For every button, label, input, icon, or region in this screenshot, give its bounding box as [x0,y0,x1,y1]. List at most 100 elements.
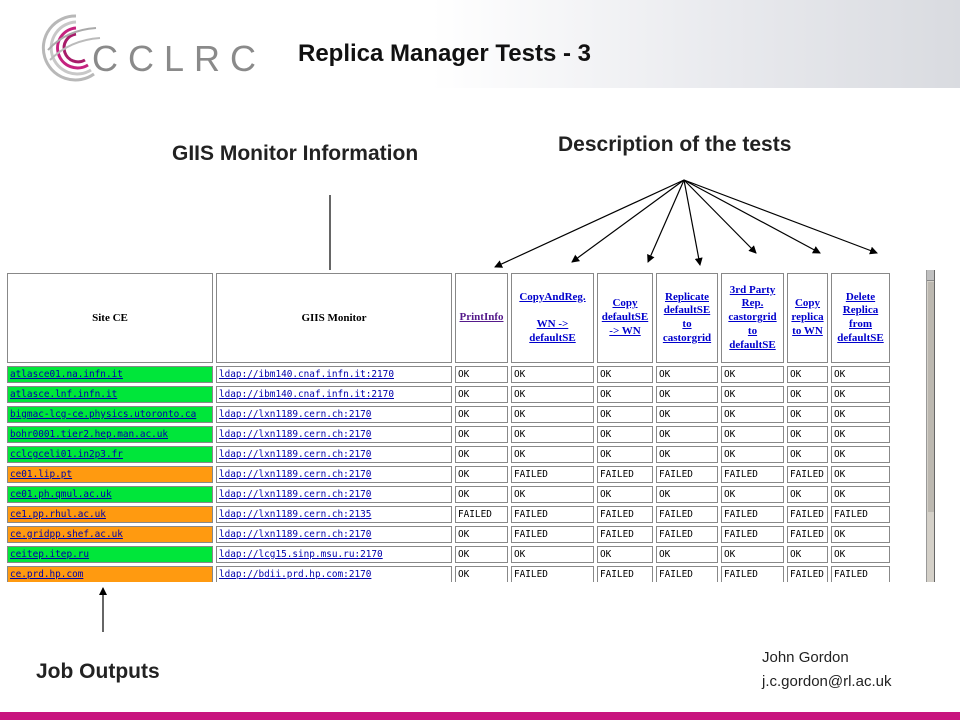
site-ce-cell: bigmac-lcg-ce.physics.utoronto.ca [7,406,213,423]
giis-monitor-link[interactable]: ldap://lxn1189.cern.ch:2170 [219,469,372,480]
test-result-cell: OK [787,366,828,383]
giis-monitor-cell: ldap://lxn1189.cern.ch:2170 [216,446,452,463]
header-printinfo: PrintInfo [455,273,508,363]
table-row: bigmac-lcg-ce.physics.utoronto.ca ldap://… [7,406,890,423]
test-result-cell: OK [455,386,508,403]
site-ce-cell: ce1.pp.rhul.ac.uk [7,506,213,523]
test-result-cell: OK [656,386,718,403]
logo-text: CCLRC [92,38,267,79]
test-result-cell: FAILED [597,526,653,543]
site-ce-link[interactable]: atlasce.lnf.infn.it [10,389,118,400]
giis-monitor-cell: ldap://lxn1189.cern.ch:2170 [216,426,452,443]
test-result-cell: OK [455,466,508,483]
site-ce-link[interactable]: ce.gridpp.shef.ac.uk [10,529,123,540]
table-row: atlasce.lnf.infn.it ldap://ibm140.cnaf.in… [7,386,890,403]
site-ce-cell: ce.gridpp.shef.ac.uk [7,526,213,543]
site-ce-link[interactable]: ce01.ph.qmul.ac.uk [10,489,112,500]
table-header-row: Site CE GIIS Monitor PrintInfo CopyAndRe… [7,273,890,363]
test-result-cell: FAILED [721,506,784,523]
copy-defaultse-link[interactable]: Copy defaultSE -> WN [601,297,649,337]
giis-monitor-link[interactable]: ldap://lxn1189.cern.ch:2170 [219,429,372,440]
giis-monitor-cell: ldap://ibm140.cnaf.infn.it:2170 [216,366,452,383]
giis-monitor-link[interactable]: ldap://ibm140.cnaf.infn.it:2170 [219,389,394,400]
test-result-cell: FAILED [597,566,653,582]
giis-monitor-link[interactable]: ldap://lxn1189.cern.ch:2170 [219,449,372,460]
copy-replica-link[interactable]: Copy replica to WN [791,297,824,337]
site-ce-link[interactable]: bigmac-lcg-ce.physics.utoronto.ca [10,409,197,420]
bottom-accent-bar [0,712,960,720]
test-result-cell: OK [656,366,718,383]
header-delete-replica: Delete Replica from defaultSE [831,273,890,363]
test-result-cell: FAILED [831,566,890,582]
giis-monitor-cell: ldap://lxn1189.cern.ch:2135 [216,506,452,523]
giis-monitor-link[interactable]: ldap://lxn1189.cern.ch:2170 [219,489,372,500]
test-results-panel[interactable]: Site CE GIIS Monitor PrintInfo CopyAndRe… [4,270,926,582]
test-result-cell: FAILED [656,466,718,483]
site-ce-cell: atlasce01.na.infn.it [7,366,213,383]
giis-monitor-link[interactable]: ldap://lxn1189.cern.ch:2170 [219,409,372,420]
job-outputs-label: Job Outputs [36,660,160,683]
site-ce-link[interactable]: cclcgceli01.in2p3.fr [10,449,123,460]
giis-monitor-link[interactable]: ldap://lxn1189.cern.ch:2135 [219,509,372,520]
site-ce-cell: ce01.ph.qmul.ac.uk [7,486,213,503]
test-result-cell: OK [455,526,508,543]
test-result-cell: OK [597,406,653,423]
giis-monitor-link[interactable]: ldap://ibm140.cnaf.infn.it:2170 [219,369,394,380]
site-ce-link[interactable]: ceitep.itep.ru [10,549,90,560]
header-copy-replica: Copy replica to WN [787,273,828,363]
slide-title: Replica Manager Tests - 3 [298,40,591,67]
site-ce-link[interactable]: ce.prd.hp.com [10,569,84,580]
test-result-cell: FAILED [787,466,828,483]
giis-monitor-link[interactable]: ldap://lxn1189.cern.ch:2170 [219,529,372,540]
desc-arrow-copyandreg [571,179,685,263]
test-result-cell: OK [597,426,653,443]
table-row: ce01.lip.pt ldap://lxn1189.cern.ch:2170 OK… [7,466,890,483]
test-result-cell: FAILED [597,506,653,523]
header-copy-defaultse: Copy defaultSE -> WN [597,273,653,363]
test-result-cell: OK [597,446,653,463]
test-result-cell: OK [511,546,594,563]
test-result-cell: FAILED [511,526,594,543]
desc-arrow-replicate [683,179,703,266]
site-ce-link[interactable]: bohr0001.tier2.hep.man.ac.uk [10,429,169,440]
site-ce-link[interactable]: ce01.lip.pt [10,469,73,480]
third-party-rep-link[interactable]: 3rd Party Rep. castorgrid to defaultSE [728,283,777,351]
desc-arrow-delete [683,179,878,255]
printinfo-link[interactable]: PrintInfo [459,311,504,324]
scroll-thumb[interactable] [928,282,934,512]
table-scrollbar[interactable] [926,270,935,582]
test-result-cell: OK [455,546,508,563]
test-result-cell: FAILED [656,506,718,523]
test-result-cell: OK [831,466,890,483]
test-result-cell: OK [787,486,828,503]
test-result-cell: OK [656,446,718,463]
table-row: bohr0001.tier2.hep.man.ac.uk ldap://lxn11… [7,426,890,443]
header-site-ce: Site CE [7,273,213,363]
replicate-link[interactable]: Replicate defaultSE to castorgrid [662,290,712,344]
test-result-cell: OK [721,446,784,463]
site-ce-cell: ceitep.itep.ru [7,546,213,563]
test-result-cell: OK [656,426,718,443]
scroll-up-arrow-icon[interactable] [927,270,935,281]
slide-header: CCLRC [0,0,960,88]
delete-replica-link[interactable]: Delete Replica from defaultSE [837,290,884,344]
test-result-cell: OK [831,386,890,403]
giis-monitor-label: GIIS Monitor Information [172,142,419,165]
test-result-cell: FAILED [511,506,594,523]
copyandreg-link[interactable]: CopyAndReg. WN -> defaultSE [519,290,586,344]
giis-monitor-cell: ldap://lcg15.sinp.msu.ru:2170 [216,546,452,563]
table-row: ceitep.itep.ru ldap://lcg15.sinp.msu.ru:2… [7,546,890,563]
test-result-cell: OK [787,426,828,443]
table-row: atlasce01.na.infn.it ldap://ibm140.cnaf.i… [7,366,890,383]
site-ce-link[interactable]: ce1.pp.rhul.ac.uk [10,509,106,520]
site-ce-link[interactable]: atlasce01.na.infn.it [10,369,123,380]
test-result-cell: FAILED [455,506,508,523]
test-result-cell: OK [455,486,508,503]
giis-monitor-link[interactable]: ldap://bdii.prd.hp.com:2170 [219,569,372,580]
desc-arrow-3rdparty [683,179,757,254]
giis-monitor-cell: ldap://bdii.prd.hp.com:2170 [216,566,452,582]
table-row: ce.prd.hp.com ldap://bdii.prd.hp.com:2170… [7,566,890,582]
giis-monitor-link[interactable]: ldap://lcg15.sinp.msu.ru:2170 [219,549,383,560]
table-row: ce1.pp.rhul.ac.uk ldap://lxn1189.cern.ch:… [7,506,890,523]
test-result-cell: OK [721,426,784,443]
